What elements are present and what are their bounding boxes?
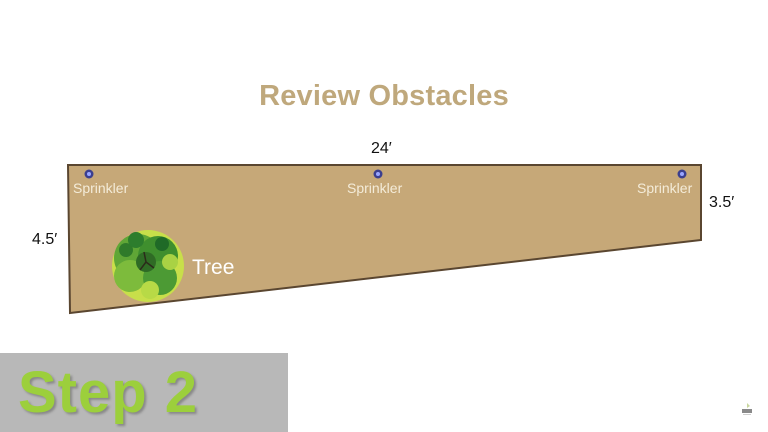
sprinkler-icon [84, 169, 94, 179]
sprinkler-icon [373, 169, 383, 179]
page-title: Review Obstacles [259, 80, 509, 112]
sprinkler-label: Sprinkler [73, 180, 129, 196]
step-label: Step 2 [18, 360, 199, 425]
sprinkler-icon [677, 169, 687, 179]
dimension-right-height: 3.5′ [709, 194, 735, 211]
dimension-top-width: 24′ [371, 140, 392, 157]
sprinkler-label: Sprinkler [347, 180, 403, 196]
company-logo-icon [742, 403, 752, 415]
step-banner: Step 2 [0, 353, 288, 432]
sprinkler-label: Sprinkler [637, 180, 693, 196]
dimension-left-height: 4.5′ [32, 231, 58, 248]
tree-label: Tree [192, 256, 235, 279]
yard-area [66, 164, 702, 315]
tree-icon [112, 230, 184, 302]
